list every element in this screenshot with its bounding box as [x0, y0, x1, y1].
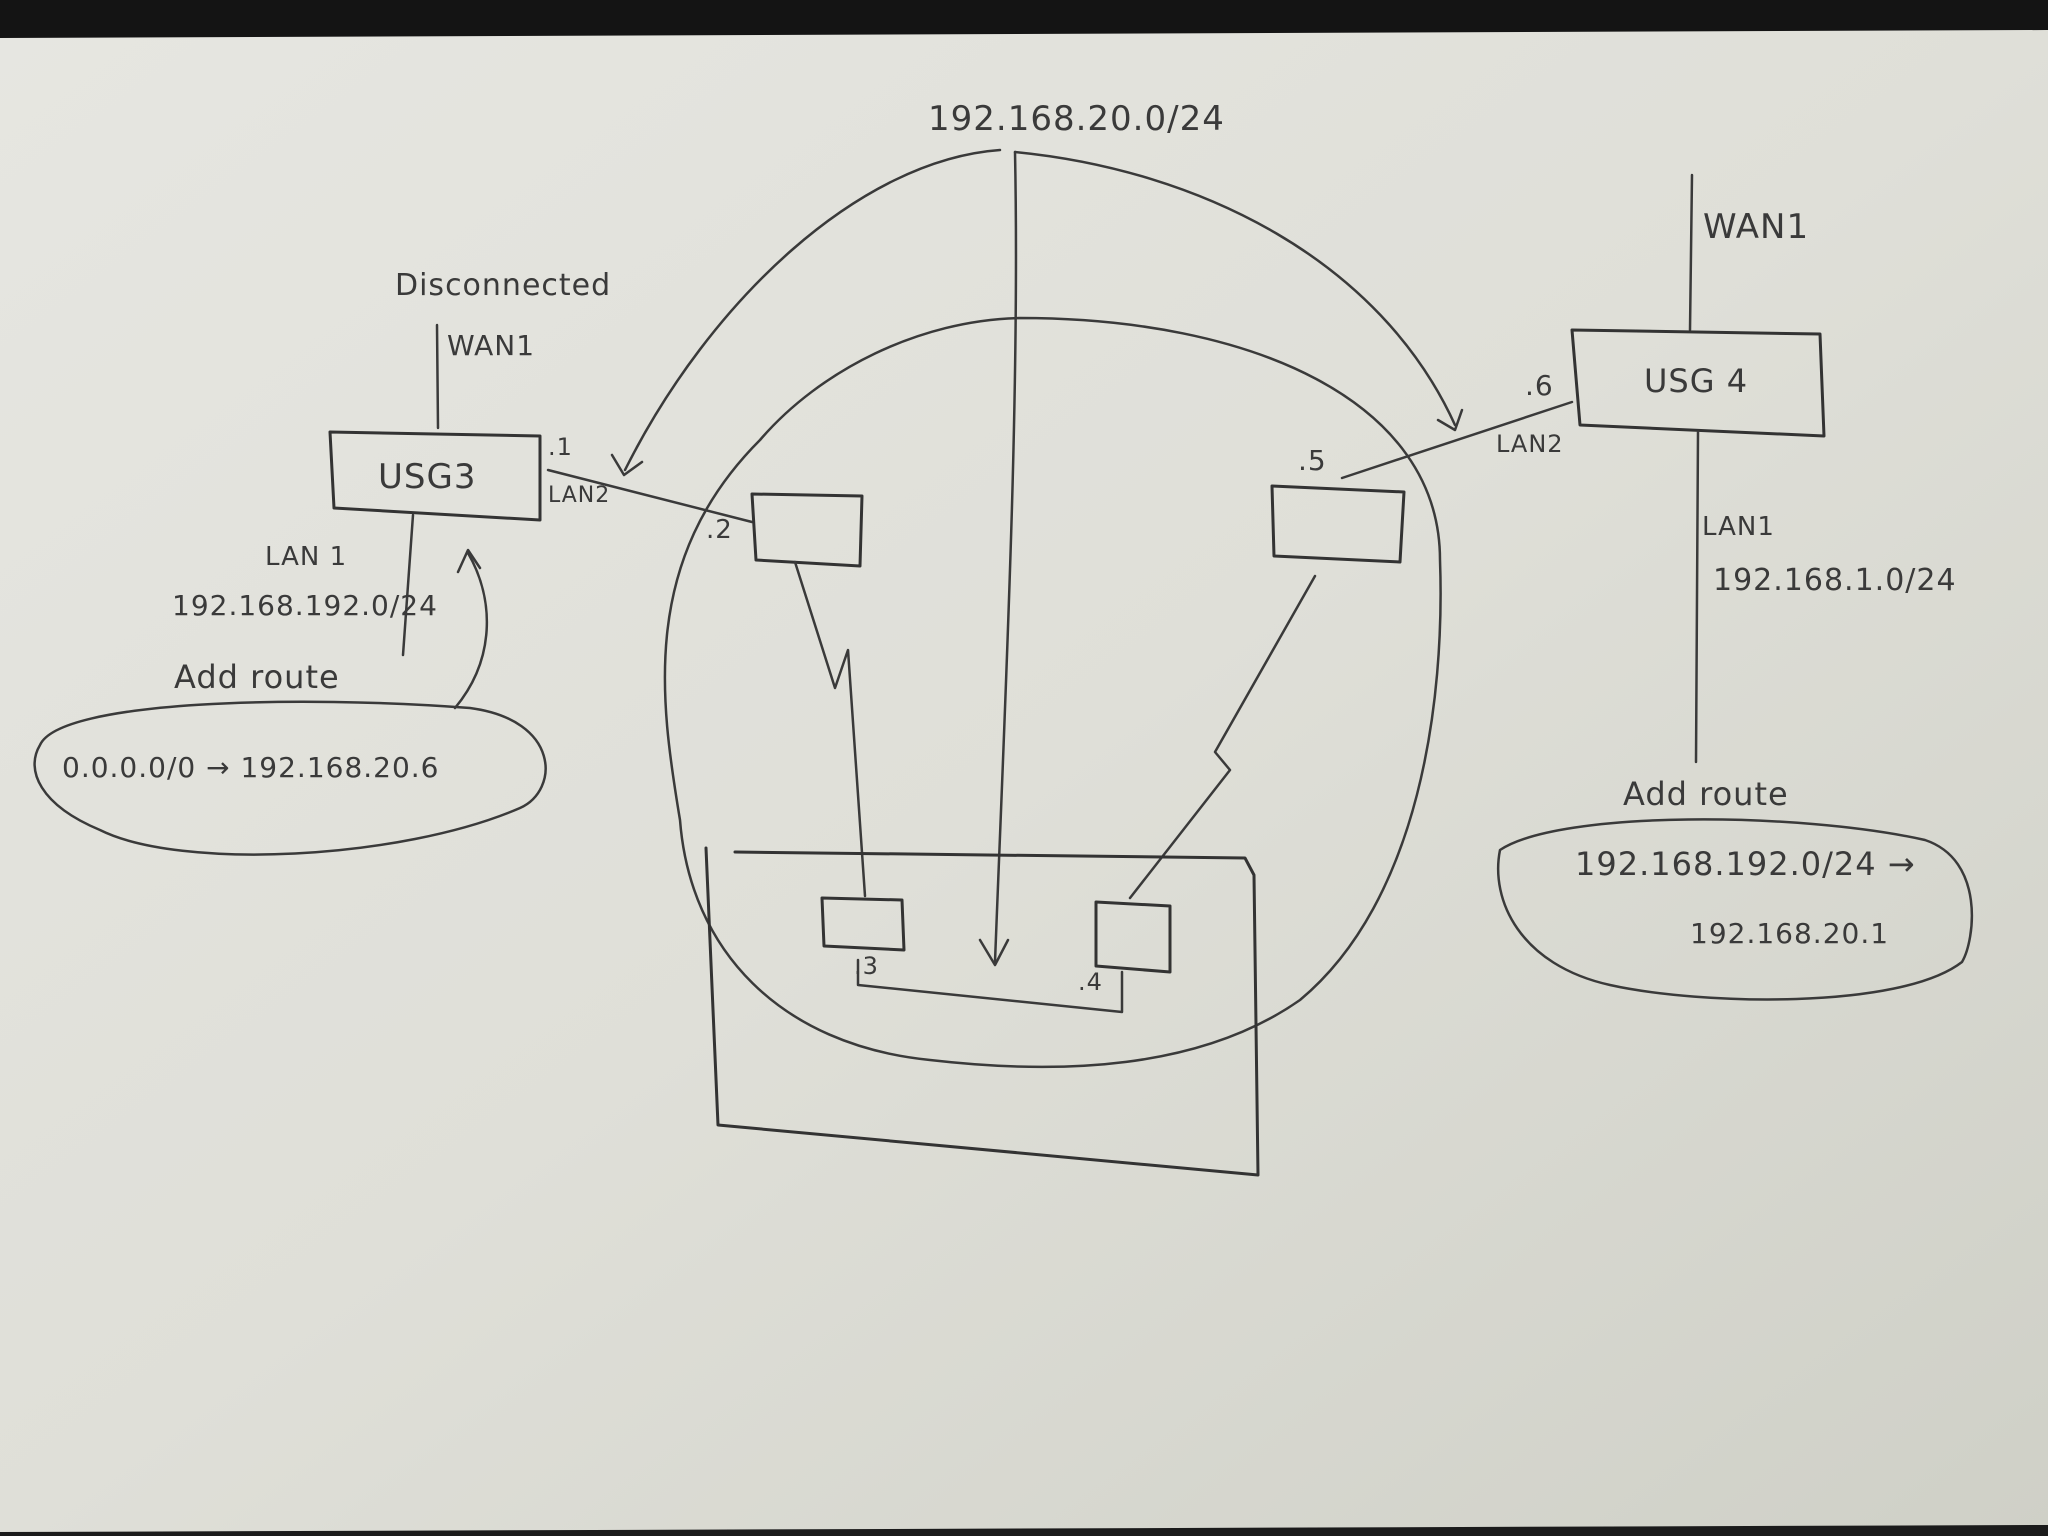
- disconnected-note: Disconnected: [395, 268, 611, 303]
- switch-port-left-ip: .3: [854, 952, 879, 980]
- left-bridge-ip: .2: [706, 515, 733, 545]
- wireless-zone-circle: [663, 316, 1442, 1069]
- usg4-lan2-link: [1340, 400, 1574, 480]
- usg3-route-arrow: [453, 548, 489, 710]
- usg3-lan1-subnet: 192.168.192.0/24: [172, 589, 438, 622]
- arrow-to-switch: [978, 150, 1018, 967]
- left-bridge-radio: [750, 492, 864, 568]
- usg3-lan2-ip: .1: [548, 433, 573, 461]
- usg4-wan-label: WAN1: [1703, 207, 1809, 247]
- arrow-to-usg4: [1013, 150, 1464, 432]
- usg3-router: USG3: [328, 430, 542, 522]
- switch-port-right-ip: .4: [1078, 968, 1103, 996]
- right-bridge-ip: .5: [1298, 444, 1327, 477]
- switch-port-right: [1094, 900, 1172, 974]
- subnet-label: 192.168.20.0/24: [928, 99, 1225, 139]
- switch-port-left: [820, 896, 906, 952]
- usg4-lan2-label: LAN2: [1496, 430, 1564, 458]
- wireless-link-right: [1128, 574, 1317, 900]
- usg4-route-line2: 192.168.20.1: [1690, 917, 1889, 950]
- usg4-router: USG 4: [1570, 328, 1826, 438]
- paper-bottom-edge: [0, 1525, 2048, 1536]
- building-box: [704, 846, 1260, 1177]
- usg4-route-bubble: 192.168.192.0/24 → 192.168.20.1: [1496, 818, 1974, 1001]
- usg4-lan1-subnet: 192.168.1.0/24: [1713, 563, 1957, 598]
- usg3-lan1-label: LAN 1: [265, 542, 347, 572]
- usg3-lan2-label: LAN2: [548, 483, 610, 508]
- usg4-lan2-ip: .6: [1525, 369, 1554, 402]
- usg4-lan1-label: LAN1: [1702, 512, 1775, 542]
- usg3-wan-label: WAN1: [447, 329, 535, 362]
- switch-cable: [856, 958, 1124, 1014]
- usg3-name: USG3: [378, 457, 476, 497]
- usg4-name: USG 4: [1644, 362, 1748, 400]
- usg3-route-bubble: 0.0.0.0/0 → 192.168.20.6: [33, 700, 547, 856]
- usg4-lan1-line: [1694, 430, 1700, 764]
- right-bridge-radio: [1270, 484, 1406, 564]
- paper-sheet: [0, 30, 2048, 1536]
- usg3-lan1-line: [401, 513, 415, 657]
- usg3-lan2-link: [546, 468, 754, 524]
- usg3-route-title: Add route: [174, 658, 340, 696]
- usg3-route-text: 0.0.0.0/0 → 192.168.20.6: [62, 751, 440, 784]
- wireless-link-left: [793, 560, 867, 898]
- usg4-route-title: Add route: [1623, 775, 1789, 813]
- usg3-wan-line: [435, 323, 440, 430]
- arrow-to-usg3: [610, 148, 1002, 477]
- usg4-wan-line: [1688, 173, 1694, 332]
- usg4-route-line1: 192.168.192.0/24 →: [1575, 845, 1916, 883]
